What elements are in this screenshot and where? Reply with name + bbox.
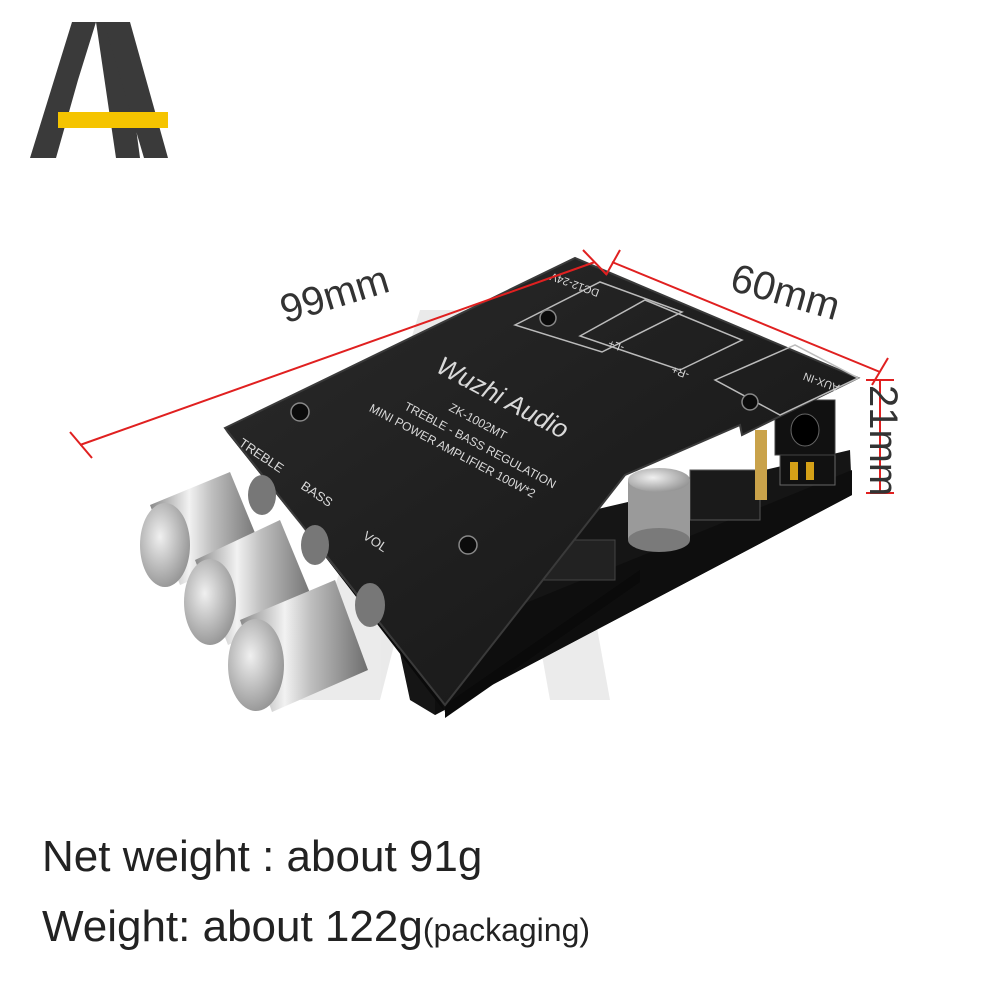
dimension-line-width: [611, 261, 881, 373]
net-weight-text: Net weight : about 91g: [42, 832, 483, 881]
label-speaker-l: -L+: [607, 337, 626, 354]
top-plate: [223, 256, 861, 707]
dimension-lines: [69, 249, 894, 494]
capacitor: [628, 468, 690, 552]
dimension-height-label: 21mm: [861, 385, 905, 497]
gross-weight-line: Weight: about 122g(packaging): [42, 902, 590, 952]
standoff: [755, 430, 767, 500]
dimension-line-length: [79, 261, 596, 446]
label-speaker-r: -R+: [670, 363, 691, 380]
gross-weight-note: (packaging): [422, 912, 591, 948]
knob-vol: [228, 580, 385, 712]
gross-weight-text: Weight: about 122g: [42, 902, 423, 951]
brand-logo: [30, 22, 168, 158]
